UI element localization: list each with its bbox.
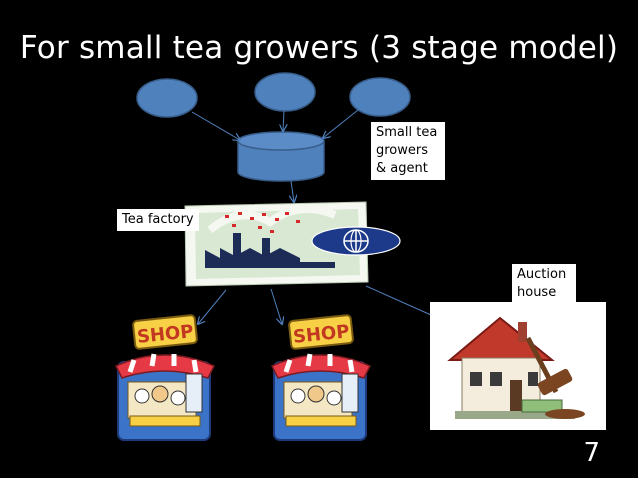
arrow-factory-shop2 [270,288,282,324]
arrow-agent-factory [291,180,294,202]
agent-label: Small tea growers & agent [371,122,445,180]
factory-label: Tea factory [117,209,199,231]
shop-icon: SHOP [114,314,216,441]
grower-node-2 [254,72,316,112]
arrow-grower1-agent [191,111,240,140]
arrow-grower3-agent [323,109,359,138]
grower-node-1 [136,78,198,118]
arrow-grower2-agent [283,110,284,131]
agent-label-line: growers [376,143,429,158]
auction-label-line: Auction [517,267,567,282]
agent-label-line: Small tea [376,125,438,140]
auction-label: Auction house [512,264,576,304]
arrow-factory-shop1 [198,289,227,324]
slide-title: For small tea growers (3 stage model) [19,30,619,66]
agent-label-line: & agent [376,161,428,176]
auction-house-icon [430,302,606,430]
shop-icon: SHOP [270,314,372,441]
tea-factory-picture [184,201,401,287]
auction-label-line: house [517,285,557,300]
grower-node-3 [349,77,411,117]
page-number: 7 [583,438,600,468]
arrow-factory-auction [365,285,440,319]
agent-cylinder [237,131,325,182]
globe-icon [311,226,401,256]
